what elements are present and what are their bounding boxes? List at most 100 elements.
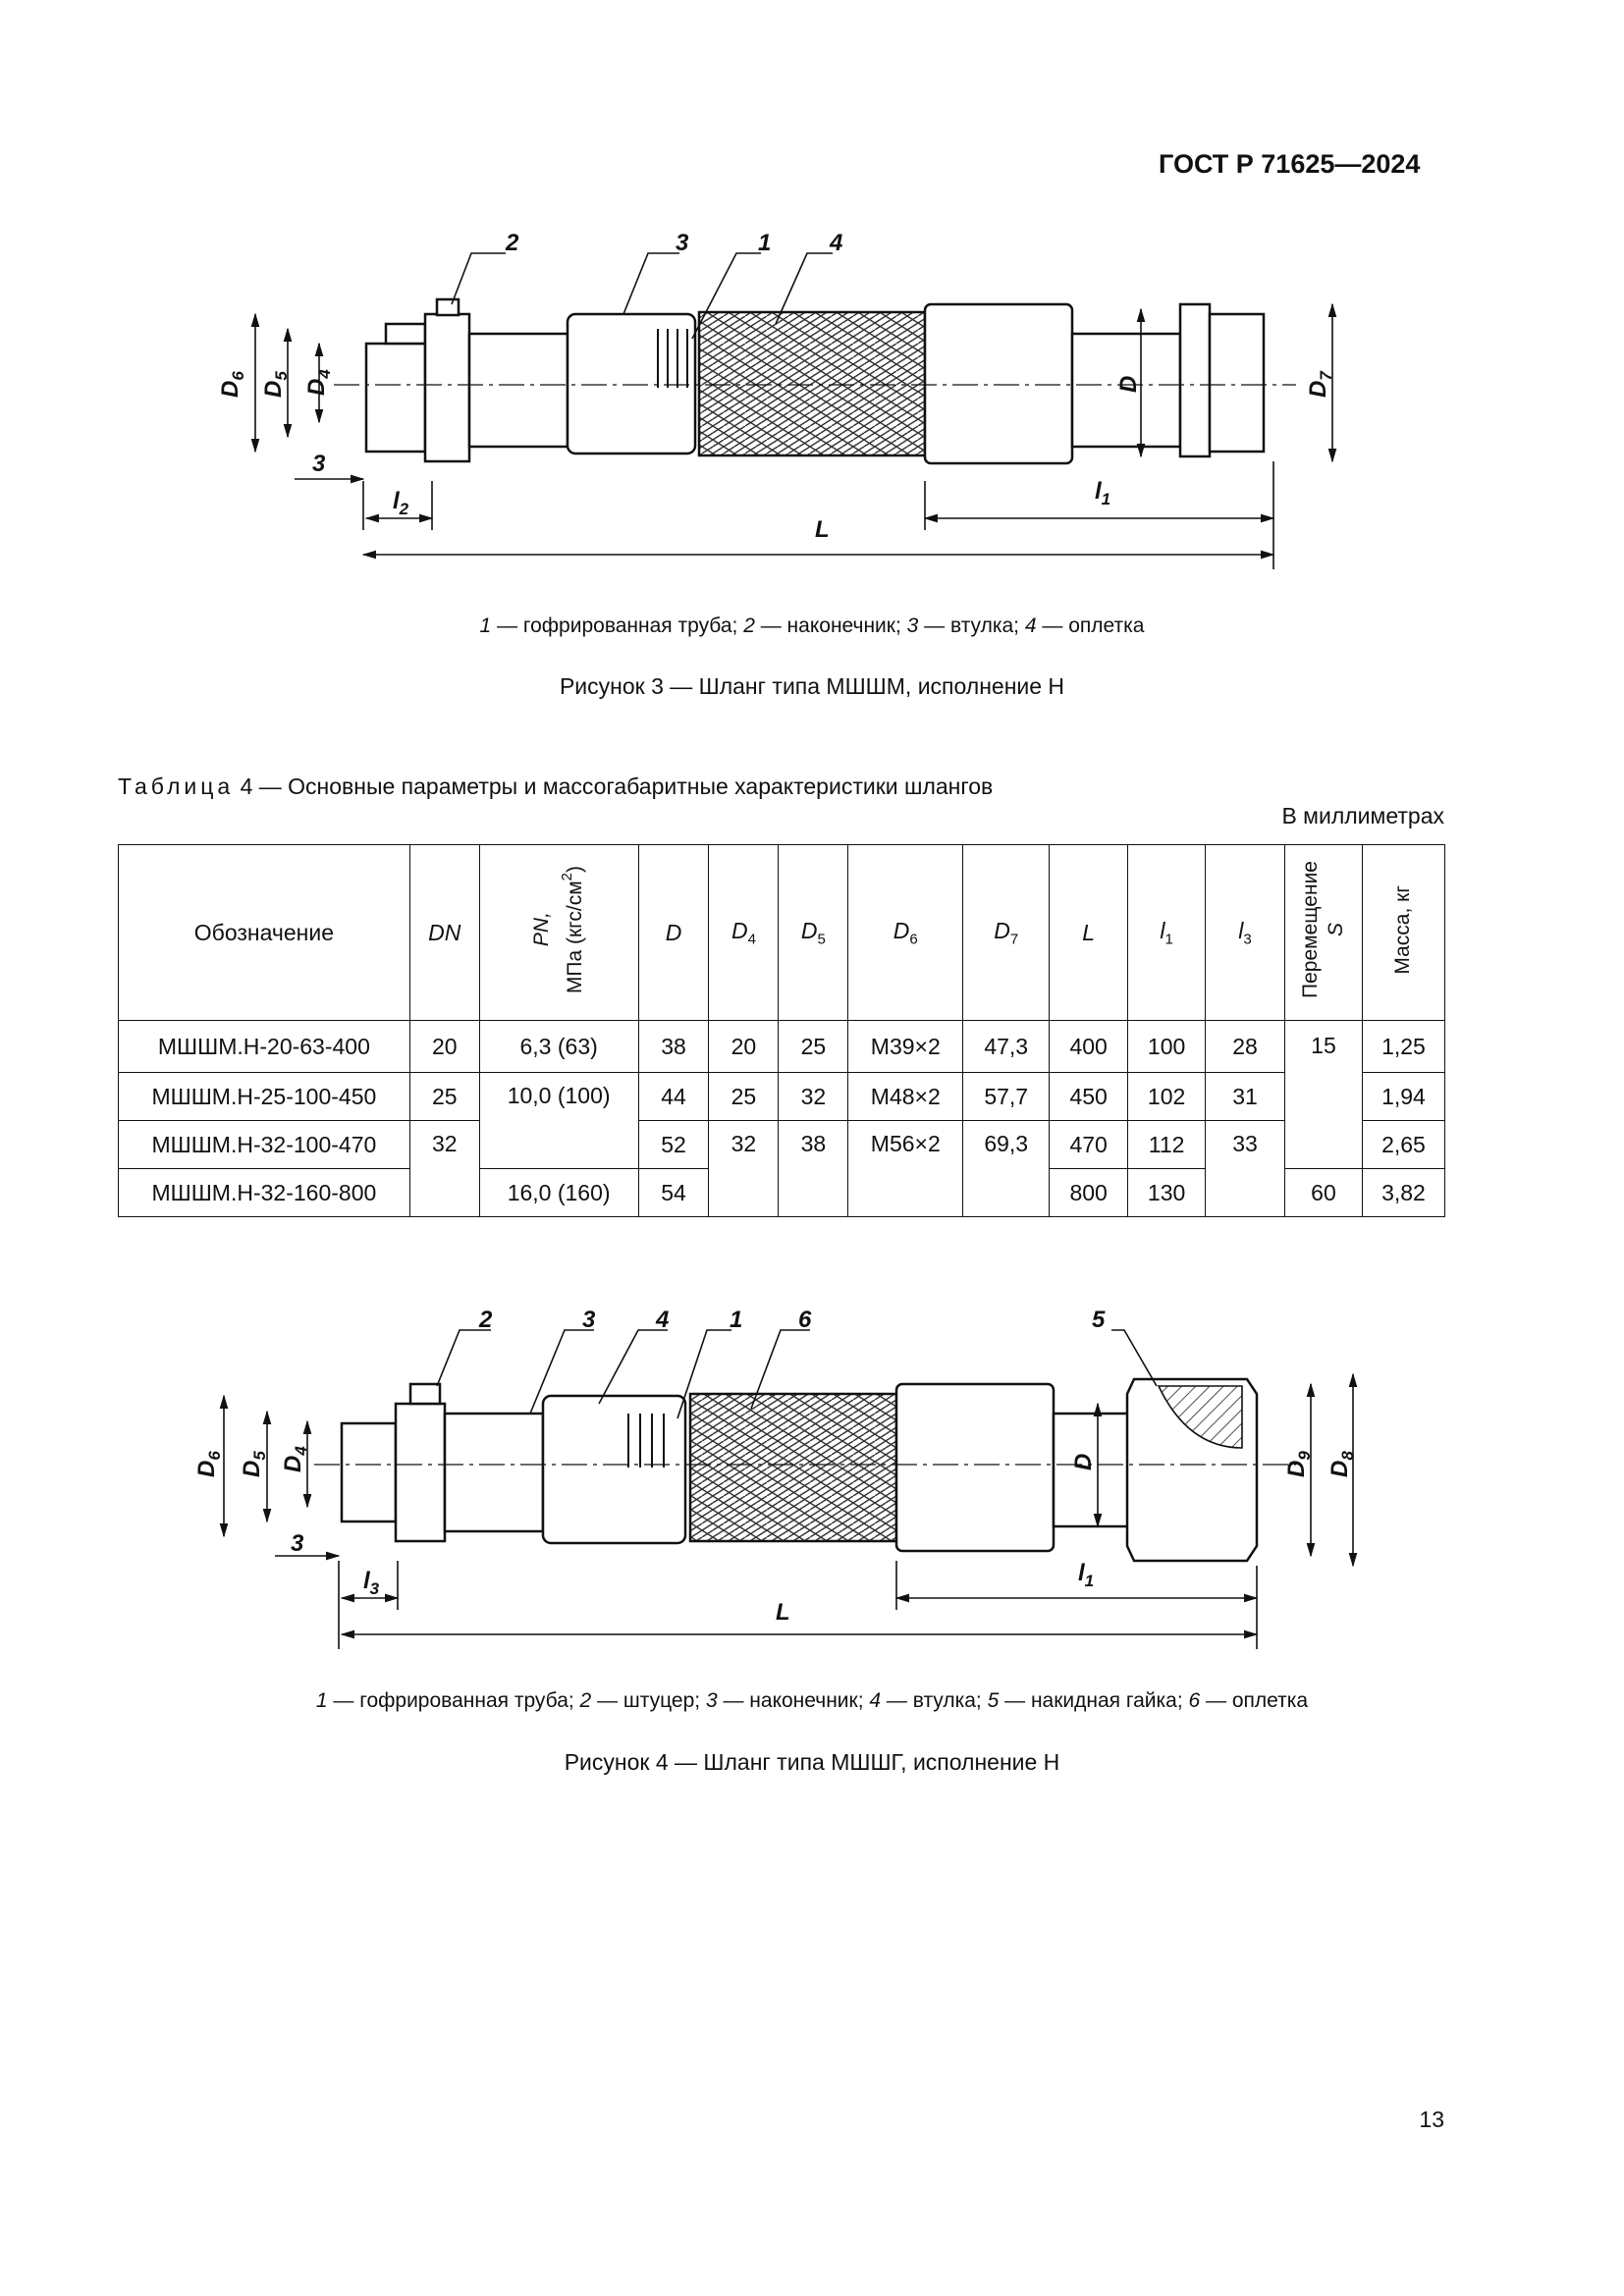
fig3-nipple-collar [435, 297, 460, 317]
th-d5: D5 [778, 844, 849, 1021]
parameters-table: Обозначение DN PN,МПа (кгс/см2) D D4 D5 … [118, 844, 1446, 1217]
table-cell: М48×2 [847, 1072, 964, 1121]
drawing-label: 5 [272, 371, 291, 381]
fig3-hex-right [1178, 302, 1212, 458]
fig4-legend: 1 — гофрированная труба; 2 — штуцер; 3 —… [315, 1689, 1309, 1712]
drawing-label: 2 [399, 500, 409, 518]
drawing-label: l [363, 1568, 371, 1594]
fig3-dim-L: L [815, 516, 830, 543]
drawing-label: l [393, 488, 401, 514]
figure-4-drawing: 2 3 4 1 6 5 D6 D5 D4 D D9 D8 3 l3 l1 L [193, 1307, 1358, 1649]
th-dn: DN [408, 844, 480, 1021]
fig4-dim-l3: l3 [363, 1568, 380, 1598]
table-cell: 57,7 [962, 1072, 1051, 1121]
table-cell: 130 [1127, 1168, 1207, 1217]
fig4-nipple-hex [394, 1402, 447, 1543]
fig3-braid [697, 310, 927, 457]
table-cell: 16,0 (160) [478, 1168, 639, 1217]
table-units: В миллиметрах [1281, 803, 1444, 828]
table-cell: 100 [1127, 1020, 1207, 1073]
fig3-callout-3: 3 [676, 230, 689, 256]
fig3-callout-1: 1 [758, 230, 771, 256]
table-cell: 450 [1049, 1072, 1129, 1121]
fig4-sleeve [541, 1394, 687, 1545]
drawing-label: D [217, 381, 244, 398]
th-l1: l1 [1127, 844, 1207, 1021]
fig3-dim-D: D [1115, 376, 1142, 393]
drawing-label: D [1326, 1461, 1353, 1477]
drawing-label: 6 [205, 1451, 224, 1461]
table-cell: 47,3 [962, 1020, 1051, 1073]
th-d: D [637, 844, 710, 1021]
table-cell: 60 [1283, 1168, 1363, 1217]
fig4-callout-6: 6 [798, 1307, 812, 1333]
fig4-ferrule [894, 1382, 1056, 1553]
drawing-label: D [1305, 381, 1331, 398]
table-cell: 54 [637, 1168, 710, 1217]
table-cell: М56×2 [847, 1120, 964, 1217]
drawing-label: 6 [229, 371, 247, 381]
table-cell: 52 [637, 1120, 710, 1169]
fig3-nipple-hex [423, 312, 471, 463]
table-cell: 20 [708, 1020, 780, 1073]
drawing-label: l [1095, 478, 1103, 505]
table-cell: 10,0 (100) [478, 1072, 639, 1169]
drawing-label: D [260, 381, 287, 398]
table-cell: 32 [708, 1120, 780, 1217]
drawing-label: 7 [1317, 370, 1335, 381]
table-cell: 6,3 (63) [478, 1020, 639, 1073]
fig3-dim-D7: D7 [1305, 370, 1335, 398]
fig4-callout-5: 5 [1092, 1307, 1106, 1333]
table-cell: 1,94 [1361, 1072, 1446, 1121]
fig4-callout-1: 1 [730, 1307, 742, 1333]
table-cell: 3,82 [1361, 1168, 1446, 1217]
table-cell: 102 [1127, 1072, 1207, 1121]
fig4-callout-4: 4 [655, 1307, 669, 1333]
table-cell: 25 [778, 1020, 849, 1073]
page-number: 13 [1419, 2107, 1444, 2132]
drawing-label: D [239, 1461, 265, 1477]
table-cell: 470 [1049, 1120, 1129, 1169]
drawing-label: D [280, 1456, 306, 1472]
drawing-label: D [303, 379, 330, 396]
table-cell: МШШМ.Н-32-100-470 [118, 1120, 410, 1169]
th-pn: PN,МПа (кгс/см2) [478, 844, 639, 1021]
fig3-callout-2: 2 [505, 230, 519, 256]
fig3-dim-D6: D6 [217, 371, 247, 398]
table-cell: 33 [1205, 1120, 1285, 1217]
table-cell: 20 [408, 1020, 480, 1073]
table-cell: МШШМ.Н-32-160-800 [118, 1168, 410, 1217]
fig3-nipple-thread [364, 342, 427, 454]
table-header-row: Обозначение DN PN,МПа (кгс/см2) D D4 D5 … [118, 844, 1446, 1021]
th-d7: D7 [962, 844, 1051, 1021]
fig4-dim-D8: D8 [1326, 1451, 1357, 1477]
fig3-dim-l2: l2 [393, 488, 409, 518]
table-cell: 32 [408, 1120, 480, 1217]
fig3-caption: Рисунок 3 — Шланг типа МШШМ, исполнение … [559, 673, 1065, 699]
fig4-dim-l1: l1 [1078, 1560, 1094, 1590]
th-mass: Масса, кг [1361, 844, 1446, 1021]
fig3-legend: 1 — гофрированная труба; 2 — наконечник;… [479, 614, 1145, 637]
figure-3-drawing: 2 3 1 4 D6 D5 D4 D D7 3 l2 l1 L [217, 230, 1337, 569]
table-cell: 32 [778, 1072, 849, 1121]
table-cell: 38 [778, 1120, 849, 1217]
table-cell: 2,65 [1361, 1120, 1446, 1169]
fig3-dim-D4: D4 [303, 369, 334, 396]
table-cell: 1,25 [1361, 1020, 1446, 1073]
table-cell: МШШМ.Н-20-63-400 [118, 1020, 410, 1073]
drawing-label: 4 [292, 1446, 310, 1457]
drawing-label: 1 [1102, 490, 1110, 508]
fig4-dim-D5: D5 [239, 1451, 269, 1477]
drawing-label: 1 [1085, 1572, 1094, 1590]
table-cell: 28 [1205, 1020, 1285, 1073]
drawing-label: l [1078, 1560, 1086, 1586]
th-designation: Обозначение [118, 844, 410, 1021]
table-cell: М39×2 [847, 1020, 964, 1073]
table-cell: 25 [708, 1072, 780, 1121]
drawing-label: 3 [370, 1579, 380, 1598]
fig3-dim-3: 3 [312, 451, 326, 477]
